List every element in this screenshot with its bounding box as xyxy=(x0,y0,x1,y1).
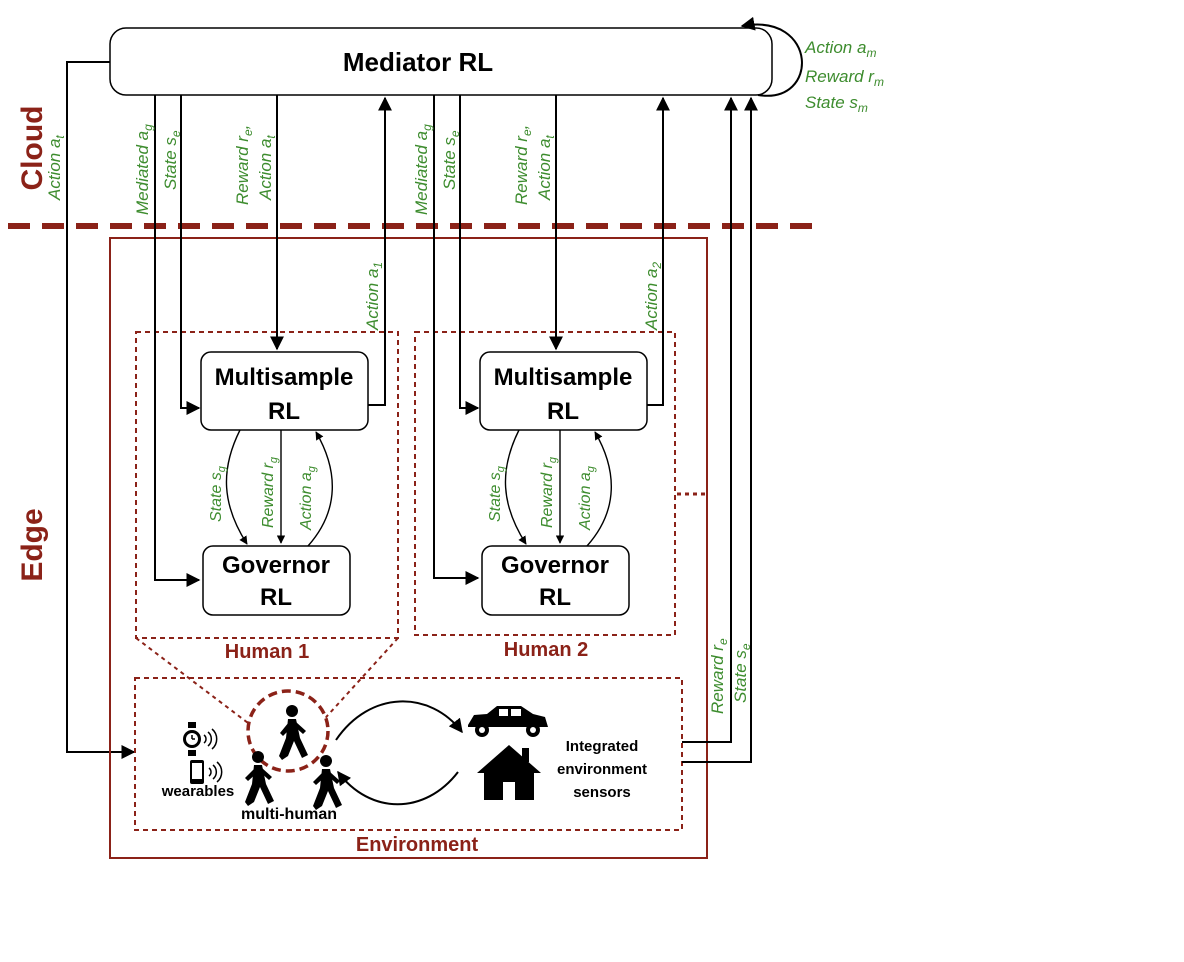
h2-state-sg-curve xyxy=(504,429,527,545)
h2-state-se-line xyxy=(459,95,480,415)
human2-multisample-line2: RL xyxy=(547,398,579,425)
h2-label-mediated: Mediated ag xyxy=(412,124,434,215)
human1-label: Human 1 xyxy=(225,641,309,663)
h1-label-state-se: State se xyxy=(161,130,183,190)
h2-label-reward-rg: Reward rg xyxy=(539,456,559,528)
h1-action-ag-curve xyxy=(307,431,333,547)
h1-label-reward-re: Reward re, xyxy=(233,125,255,205)
human2-multisample-line1: Multisample xyxy=(494,364,633,391)
mediator-rl-title: Mediator RL xyxy=(343,47,493,77)
label-action-at-left: Action at xyxy=(45,135,67,201)
zone-label-cloud: Cloud xyxy=(16,106,49,191)
h1-state-sg-curve xyxy=(225,429,248,545)
h2-label-action-at: Action at xyxy=(535,135,557,201)
edge-outer-box xyxy=(109,237,708,859)
self-loop-reward: Reward rm xyxy=(805,67,884,89)
human-to-sensors-arrow xyxy=(335,700,463,741)
human1-multisample-box[interactable] xyxy=(200,351,369,431)
multi-human-label: multi-human xyxy=(241,806,337,823)
sensors-label-line3: sensors xyxy=(573,784,631,801)
human2-label: Human 2 xyxy=(504,639,588,661)
h2-mediated-ag-line xyxy=(433,95,480,585)
human1-governor-line1: Governor xyxy=(222,552,330,579)
h1-label-mediated: Mediated ag xyxy=(133,124,155,215)
h1-state-se-line xyxy=(180,95,201,415)
env-reward-re-line xyxy=(682,96,738,743)
sensors-label-line2: environment xyxy=(557,761,647,778)
h2-label-action-ag: Action ag xyxy=(577,465,597,531)
env-label-reward-re: Reward re xyxy=(708,638,730,714)
zone-label-edge: Edge xyxy=(16,508,49,581)
human2-governor-line2: RL xyxy=(539,584,571,611)
mediator-self-loop xyxy=(740,16,803,97)
sensors-to-human-arrow xyxy=(337,770,459,806)
human1-governor-box[interactable] xyxy=(202,545,351,616)
h1-label-action-ag: Action ag xyxy=(298,465,318,531)
h2-label-state-sg: State sg xyxy=(487,465,507,522)
h2-action-ag-curve xyxy=(586,431,612,547)
human1-dashed-box xyxy=(135,331,399,639)
sensors-label-line1: Integrated xyxy=(566,738,639,755)
action-at-to-environment-line xyxy=(66,61,136,759)
h1-mediated-ag-line xyxy=(154,95,201,587)
walking-person-icon xyxy=(245,705,342,810)
env-label-state-se: State se xyxy=(731,643,753,703)
human2-dashed-box xyxy=(414,331,676,636)
wearables-label: wearables xyxy=(161,783,235,800)
self-loop-action: Action am xyxy=(804,38,876,60)
self-loop-state: State sm xyxy=(805,93,868,115)
h1-label-state-sg: State sg xyxy=(208,465,228,522)
car-icon xyxy=(468,706,548,737)
environment-label: Environment xyxy=(356,834,479,856)
zoom-line-left xyxy=(135,637,253,727)
h2-label-state-se: State se xyxy=(440,130,462,190)
h1-label-action-a1: Action a1 xyxy=(363,262,385,331)
human1-multisample-line1: Multisample xyxy=(215,364,354,391)
house-icon xyxy=(477,745,541,800)
human2-governor-box[interactable] xyxy=(481,545,630,616)
env-state-se-line xyxy=(682,96,758,763)
watch-icon xyxy=(183,722,218,756)
human1-governor-line2: RL xyxy=(260,584,292,611)
phone-icon xyxy=(190,760,223,784)
h2-label-reward-re: Reward re, xyxy=(512,125,534,205)
environment-dashed-box xyxy=(134,677,683,831)
h1-action-a1-line xyxy=(368,96,392,406)
h2-label-action-a2: Action a2 xyxy=(642,262,664,331)
human2-governor-line1: Governor xyxy=(501,552,609,579)
human2-multisample-box[interactable] xyxy=(479,351,648,431)
human1-multisample-line2: RL xyxy=(268,398,300,425)
zoom-line-right xyxy=(317,637,399,727)
h2-action-a2-line xyxy=(647,96,670,406)
h1-label-action-at: Action at xyxy=(256,135,278,201)
h1-label-reward-rg: Reward rg xyxy=(260,456,280,528)
